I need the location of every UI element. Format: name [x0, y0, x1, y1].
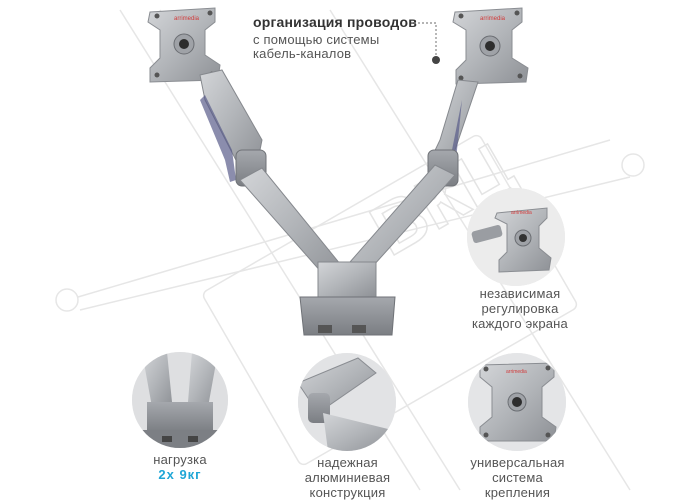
aluminium-caption: надежная алюминиевая конструкция — [295, 455, 400, 500]
cable-management-line2: кабель-каналов — [253, 46, 352, 61]
detail-independent-adjustment: arrimedia — [467, 188, 565, 286]
detail-aluminium — [298, 353, 396, 451]
cable-pointer-icon — [414, 22, 440, 64]
independent-adjustment-caption: независимая регулировка каждого экрана — [470, 286, 570, 331]
universal-plate-brand: arrimedia — [506, 369, 527, 375]
aluminium-line1: надежная — [317, 455, 378, 470]
universal-line3: крепления — [484, 485, 551, 500]
cable-management-line1: с помощью системы — [253, 32, 380, 47]
load-value: 2x 9кг — [158, 467, 202, 482]
universal-caption: универсальная система крепления — [460, 455, 575, 500]
right-vesa-plate: arrimedia — [452, 7, 529, 85]
independent-line3: каждого экрана — [471, 316, 568, 331]
load-caption: нагрузка 2x 9кг — [140, 452, 220, 482]
left-vesa-plate: arrimedia — [147, 7, 221, 83]
right-plate-brand: arrimedia — [480, 16, 506, 22]
detail-load — [132, 352, 228, 448]
independent-line1: независимая — [479, 286, 561, 301]
left-plate-brand: arrimedia — [174, 16, 200, 22]
detail-plate-brand: arrimedia — [511, 210, 532, 216]
aluminium-line2: алюминиевая — [304, 470, 391, 485]
independent-line2: регулировка — [481, 301, 559, 316]
detail-universal-mount: arrimedia — [468, 353, 566, 451]
cable-management-title: организация проводов — [253, 14, 418, 30]
universal-line1: универсальная — [470, 455, 565, 470]
universal-line2: система — [492, 470, 543, 485]
load-line1: нагрузка — [153, 452, 207, 467]
aluminium-line3: конструкция — [309, 485, 386, 500]
